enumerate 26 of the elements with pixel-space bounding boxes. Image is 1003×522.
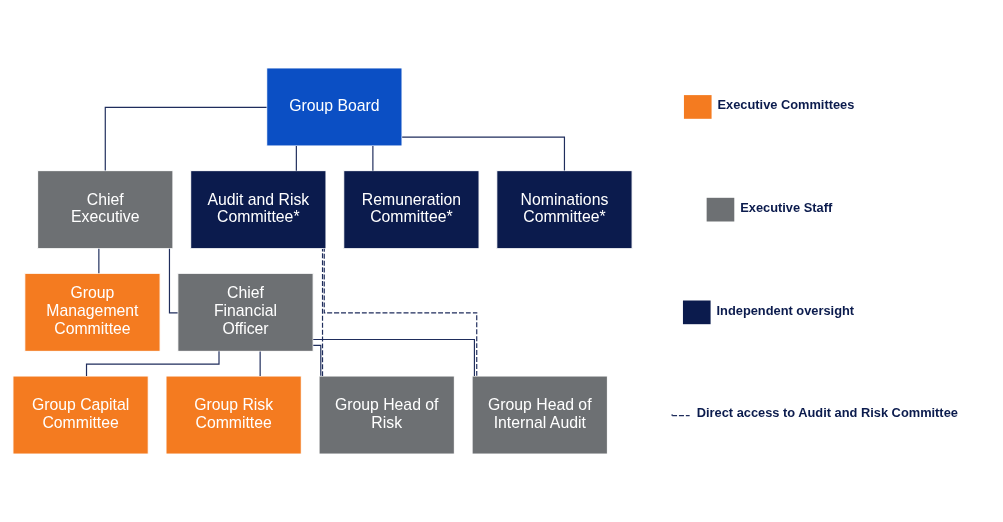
connector [312,344,322,377]
legend-label: Direct access to Audit and Risk Committee [696,405,958,421]
legend-label: Executive Staff [740,200,833,216]
node-box: Chief Executive [37,170,174,250]
node-box: Nominations Committee* [496,170,633,250]
connector [295,145,297,172]
node-box: Group Head of Internal Audit [471,375,608,455]
connector [401,136,566,171]
connector [104,106,268,171]
legend-label: Executive Committees [717,97,855,113]
node-box: Chief Financial Officer [177,272,314,352]
node-box: Remuneration Committee* [343,170,480,250]
connector [168,248,179,314]
connector [372,145,374,172]
legend-label: Independent oversight [716,302,855,318]
node-box: Group Risk Committee [165,375,302,455]
connector [98,248,100,274]
connector [323,248,478,377]
connector [312,338,475,377]
connector [259,350,261,377]
connector [321,248,324,377]
node-box: Group Management Committee [24,272,161,352]
node-box: Group Board [266,67,403,147]
node-box: Group Head of Risk [318,375,455,455]
node-box: Audit and Risk Committee* [190,170,327,250]
node-box: Group Capital Committee [12,375,149,455]
